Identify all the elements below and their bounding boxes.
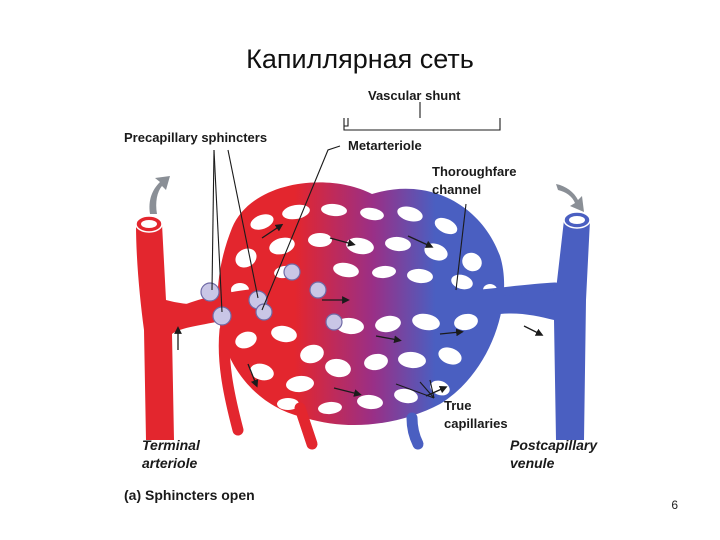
label-metarteriole: Metarteriole (348, 138, 422, 153)
flow-in-arrow-icon (149, 176, 170, 214)
label-channel: channel (432, 182, 481, 197)
label-postcapillary: Postcapillary (510, 437, 598, 453)
label-capillaries: capillaries (444, 416, 508, 431)
label-arteriole: arteriole (142, 455, 197, 471)
label-precapillary-sphincters: Precapillary sphincters (124, 130, 267, 145)
label-venule: venule (510, 455, 555, 471)
label-vascular-shunt: Vascular shunt (368, 88, 461, 103)
mesh-hole (308, 233, 332, 247)
label-true: True (444, 398, 471, 413)
flow-out-arrow-icon (556, 184, 584, 212)
label-terminal: Terminal (142, 437, 201, 453)
label-thoroughfare: Thoroughfare (432, 164, 517, 179)
page-number: 6 (671, 498, 678, 512)
figure-caption: (a) Sphincters open (124, 487, 255, 503)
